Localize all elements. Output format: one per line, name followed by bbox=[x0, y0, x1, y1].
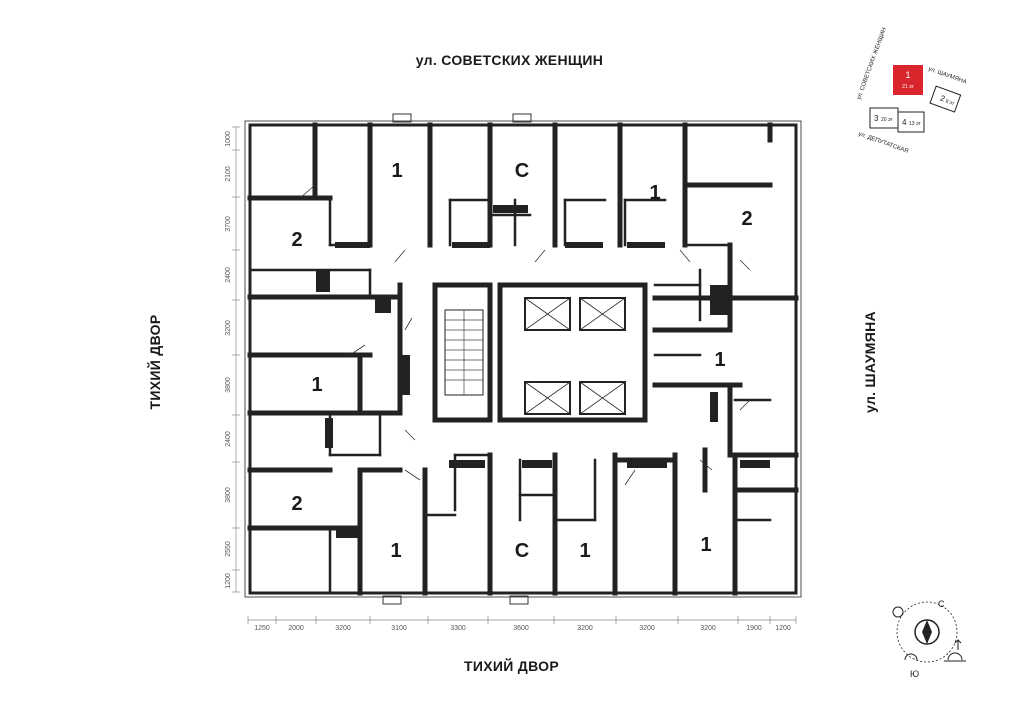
room-label: 2 bbox=[291, 493, 302, 515]
dim-bottom-5: 3300 bbox=[450, 625, 466, 632]
key-section-3-label: 3 bbox=[874, 114, 879, 123]
dim-left-7: 2400 bbox=[225, 431, 232, 447]
key-street-2: ул. ШАУМЯНА bbox=[927, 66, 967, 85]
doors bbox=[299, 184, 751, 486]
room-label: 1 bbox=[649, 182, 660, 204]
dim-left-5: 3200 bbox=[225, 320, 232, 336]
dim-bottom-10: 1900 bbox=[746, 625, 762, 632]
stair-treads bbox=[445, 310, 483, 395]
dim-left-6: 3800 bbox=[225, 377, 232, 393]
room-label: 1 bbox=[714, 349, 725, 371]
dim-bottom-1: 1250 bbox=[254, 625, 270, 632]
dim-bottom-7: 3200 bbox=[577, 625, 593, 632]
dim-bottom-3: 3200 bbox=[335, 625, 351, 632]
key-section-4 bbox=[897, 111, 925, 133]
room-label: 2 bbox=[291, 229, 302, 251]
dim-bottom-4: 3100 bbox=[391, 625, 407, 632]
dim-left-4: 2400 bbox=[225, 267, 232, 283]
room-label: 1 bbox=[390, 540, 401, 562]
compass-icon bbox=[892, 601, 966, 663]
street-label-top: ул. СОВЕТСКИХ ЖЕНЩИН bbox=[415, 52, 604, 68]
key-section-1-floors: 21 эт bbox=[902, 84, 914, 90]
dim-left-8: 3800 bbox=[225, 487, 232, 503]
dimension-lines bbox=[235, 127, 796, 621]
key-street-1: ул. СОВЕТСКИХ ЖЕНЩИН bbox=[856, 27, 888, 101]
key-street-3: ул. ДЕПУТАТСКАЯ bbox=[857, 131, 909, 155]
dim-bottom-2: 2000 bbox=[288, 625, 304, 632]
compass-north: С bbox=[938, 599, 945, 609]
dim-left-1: 1000 bbox=[225, 131, 232, 147]
dim-bottom-8: 3200 bbox=[639, 625, 655, 632]
key-plan: 1 21 эт 2 8 эт 3 20 эт 4 13 эт ул. СОВЕТ… bbox=[856, 27, 967, 155]
dimension-ticks-bottom bbox=[247, 616, 797, 624]
dim-left-9: 2550 bbox=[225, 541, 232, 557]
dim-left-3: 3700 bbox=[225, 216, 232, 232]
street-label-bottom: ТИХИЙ ДВОР bbox=[464, 658, 559, 674]
room-label: С bbox=[515, 160, 529, 182]
room-label: С bbox=[515, 540, 529, 562]
dim-bottom-11: 1200 bbox=[775, 625, 791, 632]
key-section-3-floors: 20 эт bbox=[881, 117, 893, 123]
balconies bbox=[316, 205, 770, 538]
walls bbox=[244, 120, 802, 598]
key-section-2-floors: 8 эт bbox=[945, 98, 956, 107]
dim-bottom-9: 3200 bbox=[700, 625, 716, 632]
dimension-ticks-left bbox=[232, 126, 240, 593]
room-label: 1 bbox=[579, 540, 590, 562]
key-section-4-floors: 13 эт bbox=[909, 121, 921, 127]
room-label: 1 bbox=[391, 160, 402, 182]
windows bbox=[382, 113, 532, 605]
key-section-4-label: 4 bbox=[902, 118, 907, 127]
compass-south: Ю bbox=[910, 669, 919, 679]
room-label: 1 bbox=[700, 534, 711, 556]
dim-left-10: 1200 bbox=[225, 573, 232, 589]
room-label: 1 bbox=[311, 374, 322, 396]
key-section-2-label: 2 bbox=[939, 94, 947, 104]
key-section-2 bbox=[929, 85, 962, 113]
key-section-1-label: 1 bbox=[905, 70, 910, 80]
room-label: 2 bbox=[741, 208, 752, 230]
dim-left-2: 2100 bbox=[225, 166, 232, 182]
dim-bottom-6: 3600 bbox=[513, 625, 529, 632]
key-section-1 bbox=[893, 65, 923, 95]
